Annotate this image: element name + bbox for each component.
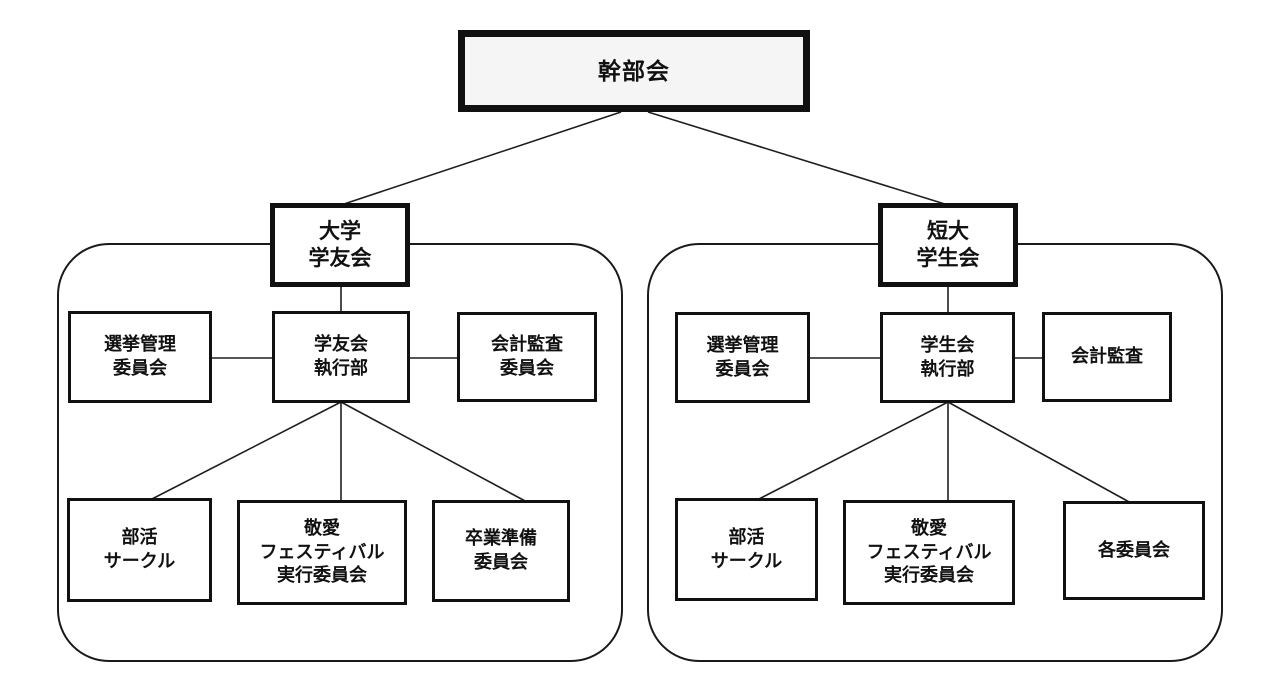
- node-junior-college-student-association: 短大 学生会: [878, 203, 1018, 287]
- node-jc-executive-dept: 学生会 執行部: [880, 312, 1015, 403]
- node-univ-election-committee: 選挙管理 委員会: [68, 311, 212, 403]
- node-univ-keiai-festival-committee: 敬愛 フェスティバル 実行委員会: [237, 500, 407, 605]
- node-univ-graduation-prep-committee: 卒業準備 委員会: [432, 500, 570, 602]
- node-univ-clubs-circles: 部活 サークル: [67, 498, 212, 602]
- node-jc-election-committee: 選挙管理 委員会: [675, 312, 810, 403]
- node-jc-committees: 各委員会: [1063, 501, 1205, 600]
- node-jc-keiai-festival-committee: 敬愛 フェスティバル 実行委員会: [843, 500, 1015, 605]
- node-univ-audit-committee: 会計監査 委員会: [457, 312, 597, 402]
- node-univ-executive-dept: 学友会 執行部: [272, 311, 410, 403]
- node-jc-audit: 会計監査: [1042, 312, 1172, 402]
- connector-root-to-university: [340, 111, 622, 206]
- connector-root-to-junior-college: [647, 111, 949, 206]
- node-university-student-association: 大学 学友会: [270, 203, 410, 287]
- node-jc-clubs-circles: 部活 サークル: [675, 498, 818, 601]
- node-executive-board: 幹部会: [458, 30, 810, 112]
